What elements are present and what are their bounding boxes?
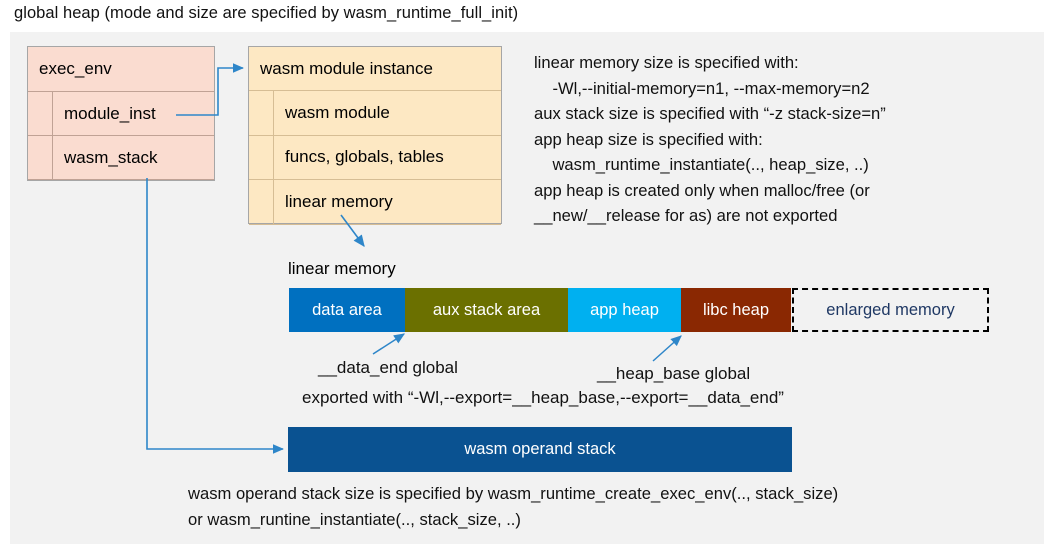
exec-env-field-label-module-inst: module_inst bbox=[64, 103, 156, 123]
memory-segment-aux-stack-area: aux stack area bbox=[405, 288, 568, 332]
module-instance-field-label-linear-memory: linear memory bbox=[285, 191, 393, 211]
module-instance-header-label: wasm module instance bbox=[260, 58, 433, 78]
module-instance-field-label-wasm-module: wasm module bbox=[285, 102, 390, 122]
wasm-module-instance-box: wasm module instance wasm module funcs, … bbox=[248, 46, 502, 225]
wasm-operand-stack-label: wasm operand stack bbox=[464, 440, 616, 458]
exec-env-field-row: module_inst bbox=[28, 92, 214, 136]
memory-segment-label: libc heap bbox=[702, 300, 770, 319]
wasm-operand-stack-box: wasm operand stack bbox=[288, 427, 792, 472]
memory-segment-label: app heap bbox=[590, 300, 659, 319]
memory-segment-app-heap: app heap bbox=[568, 288, 681, 332]
page-title: global heap (mode and size are specified… bbox=[14, 4, 519, 22]
module-instance-header-row: wasm module instance bbox=[249, 47, 501, 91]
exec-env-box: exec_env module_inst wasm_stack bbox=[27, 46, 215, 181]
operand-stack-note: wasm operand stack size is specified by … bbox=[188, 484, 839, 529]
exec-env-header-row: exec_env bbox=[28, 47, 214, 92]
module-instance-gutter bbox=[249, 135, 274, 180]
memory-segment-label: data area bbox=[312, 300, 382, 319]
module-instance-gutter bbox=[249, 180, 274, 224]
exec-env-field-row: wasm_stack bbox=[28, 136, 214, 180]
module-instance-field-row: funcs, globals, tables bbox=[249, 135, 501, 181]
export-flags-annotation: exported with “-Wl,--export=__heap_base,… bbox=[302, 388, 784, 407]
memory-segment-enlarged-memory: enlarged memory bbox=[792, 288, 989, 332]
linear-memory-caption: linear memory bbox=[288, 259, 396, 278]
exec-env-field-label-wasm-stack: wasm_stack bbox=[64, 147, 158, 167]
exec-env-gutter bbox=[28, 92, 53, 135]
memory-segment-label: enlarged memory bbox=[826, 300, 955, 319]
memory-segment-data-area: data area bbox=[289, 288, 405, 332]
exec-env-header-label: exec_env bbox=[39, 59, 112, 78]
module-instance-gutter bbox=[249, 91, 274, 135]
spec-text-block: linear memory size is specified with: -W… bbox=[534, 53, 886, 225]
module-instance-field-row: linear memory bbox=[249, 180, 501, 225]
module-instance-field-label-funcs-globals-tables: funcs, globals, tables bbox=[285, 147, 444, 167]
heap-base-annotation: __heap_base global bbox=[597, 364, 751, 383]
exec-env-gutter bbox=[28, 136, 53, 179]
linear-memory-bar: data area aux stack area app heap libc heap… bbox=[289, 288, 989, 332]
module-instance-field-row: wasm module bbox=[249, 91, 501, 136]
memory-segment-libc-heap: libc heap bbox=[681, 288, 791, 332]
memory-segment-label: aux stack area bbox=[432, 300, 541, 319]
data-end-annotation: __data_end global bbox=[318, 358, 458, 377]
